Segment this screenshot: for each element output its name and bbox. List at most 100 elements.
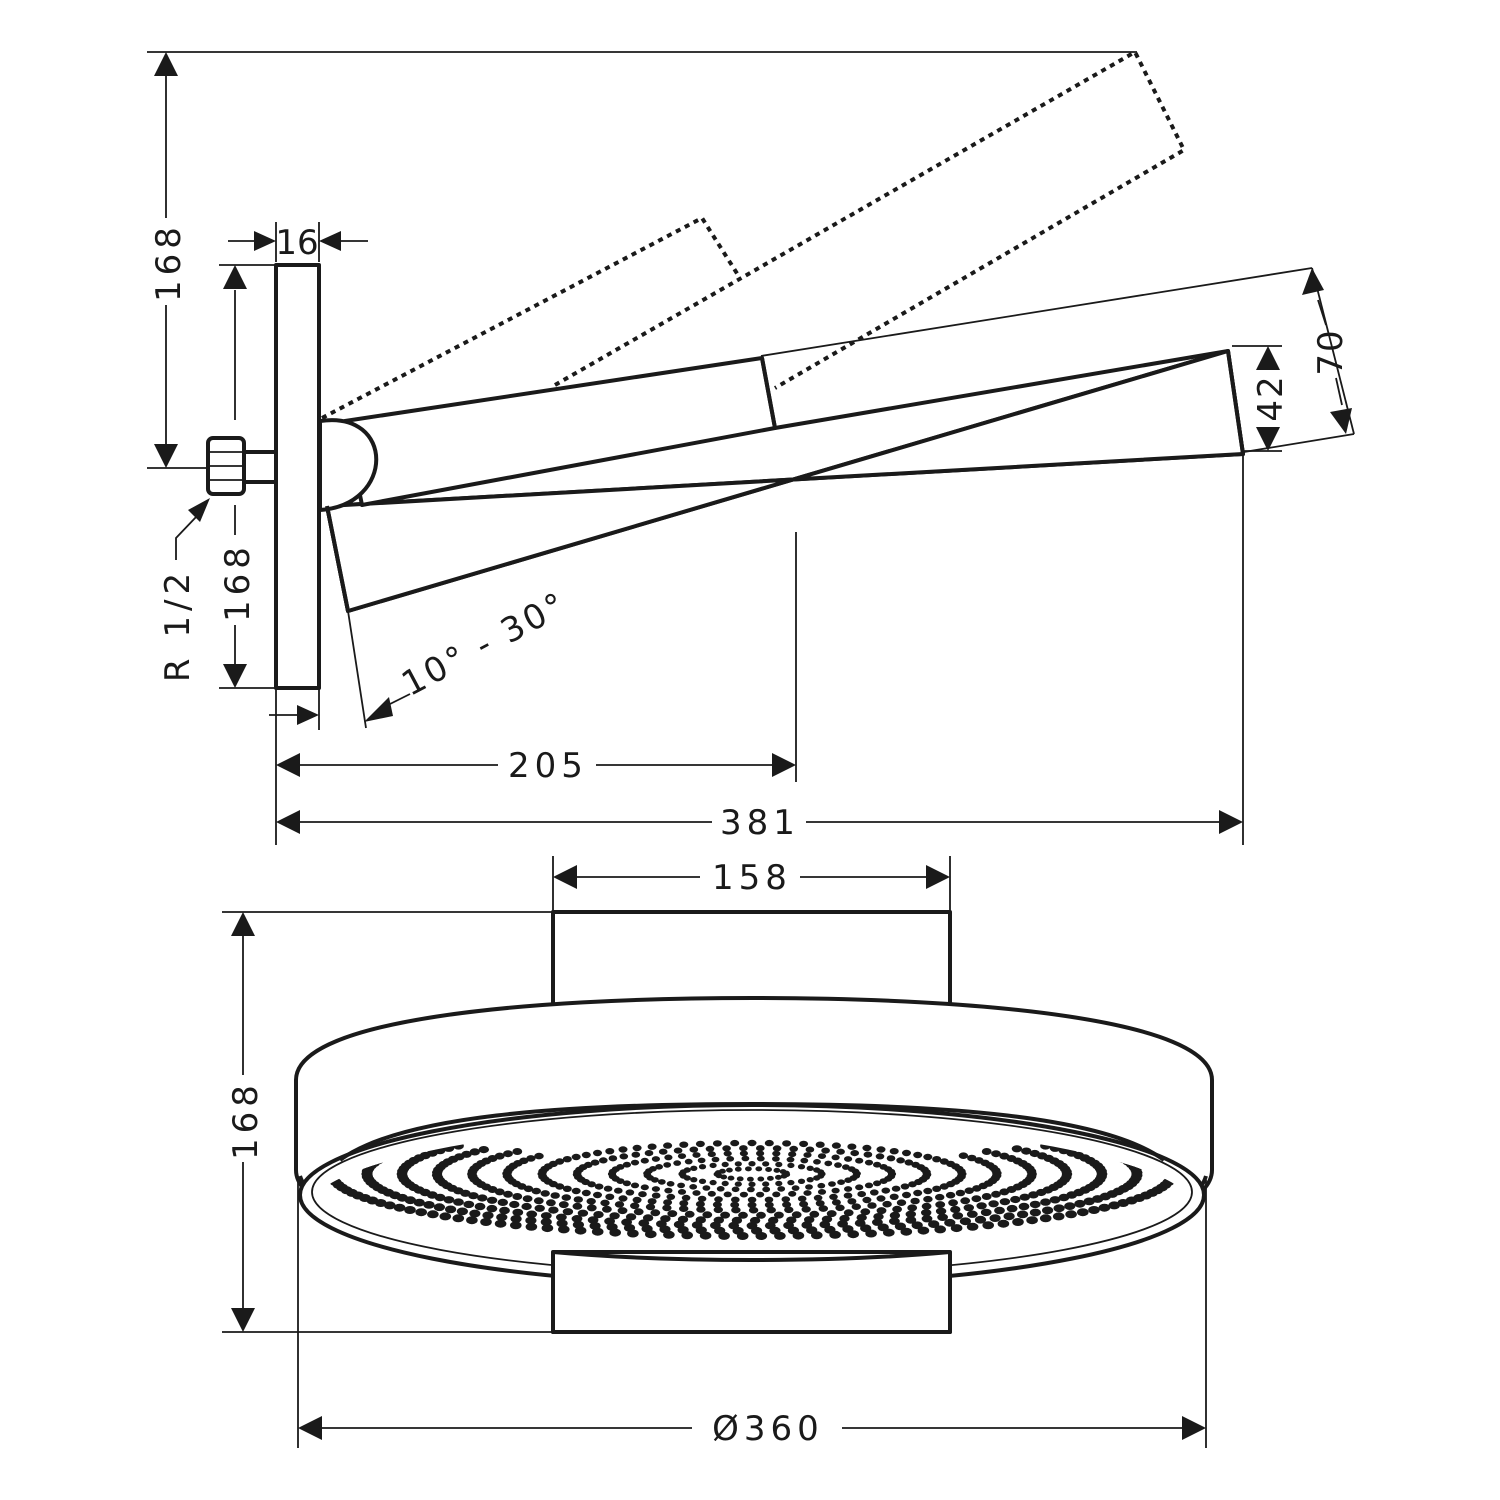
nozzle: [453, 1198, 464, 1206]
nozzle: [935, 1201, 946, 1209]
nozzle: [959, 1217, 972, 1226]
nozzle: [738, 1211, 748, 1219]
nozzle: [764, 1139, 774, 1147]
nozzle: [605, 1193, 615, 1201]
nozzle: [879, 1178, 888, 1184]
nozzle: [697, 1157, 706, 1164]
nozzle: [843, 1209, 854, 1217]
dim-side-total-height: 168: [149, 222, 189, 302]
nozzle: [540, 1212, 552, 1220]
nozzle: [586, 1204, 597, 1212]
side-view: 168 16 168 R 1/2 10° - 30°: [147, 49, 1355, 845]
nozzle: [617, 1207, 628, 1215]
nozzle: [469, 1209, 481, 1218]
nozzle: [937, 1213, 948, 1222]
nozzle: [882, 1200, 892, 1208]
nozzle: [497, 1198, 508, 1206]
nozzle: [1061, 1173, 1072, 1181]
nozzle: [865, 1229, 877, 1238]
nozzle: [632, 1144, 642, 1152]
nozzle: [782, 1201, 792, 1208]
nozzle: [445, 1205, 457, 1214]
nozzle: [561, 1194, 571, 1201]
nozzle: [748, 1181, 756, 1188]
nozzle: [997, 1219, 1010, 1228]
nozzle: [461, 1150, 472, 1158]
nozzle: [860, 1208, 871, 1216]
nozzle: [799, 1140, 809, 1148]
nozzle: [625, 1213, 637, 1221]
nozzle: [526, 1210, 538, 1218]
nozzle: [599, 1157, 608, 1164]
nozzle: [603, 1185, 613, 1192]
nozzle: [509, 1200, 520, 1209]
nozzle: [772, 1156, 780, 1162]
nozzle: [892, 1205, 902, 1213]
nozzle: [775, 1174, 782, 1180]
nozzle: [712, 1140, 722, 1147]
nozzle: [574, 1226, 587, 1235]
nozzle: [948, 1199, 958, 1207]
nozzle: [873, 1180, 882, 1187]
nozzle: [908, 1181, 917, 1188]
dim-front-height: 168: [226, 1080, 266, 1160]
nozzle: [707, 1151, 716, 1158]
nozzle: [748, 1206, 759, 1214]
nozzle: [443, 1196, 455, 1204]
nozzle: [705, 1145, 715, 1152]
nozzle: [534, 1152, 544, 1160]
nozzle: [640, 1184, 649, 1191]
nozzle: [1058, 1193, 1070, 1202]
nozzle: [817, 1153, 827, 1159]
nozzle: [695, 1140, 705, 1148]
nozzle: [468, 1192, 479, 1200]
nozzle: [673, 1147, 683, 1154]
nozzle: [856, 1214, 867, 1222]
nozzle: [581, 1151, 591, 1159]
nozzle: [614, 1187, 623, 1194]
nozzle: [664, 1187, 673, 1194]
nozzle: [902, 1149, 911, 1157]
nozzle: [474, 1202, 486, 1211]
nozzle: [558, 1225, 570, 1234]
nozzle: [756, 1145, 765, 1152]
nozzle: [806, 1165, 814, 1172]
thread-connector: [206, 436, 278, 496]
nozzle: [677, 1153, 687, 1159]
nozzle: [964, 1187, 974, 1194]
nozzle: [772, 1145, 782, 1152]
nozzle: [806, 1177, 814, 1183]
nozzle: [556, 1213, 567, 1222]
nozzle: [939, 1183, 949, 1190]
nozzle: [663, 1199, 673, 1206]
nozzle: [991, 1150, 1001, 1158]
spray-nozzles: [326, 1136, 1178, 1240]
nozzle: [855, 1157, 864, 1164]
nozzle: [699, 1231, 712, 1240]
nozzle: [503, 1190, 513, 1198]
nozzle: [591, 1227, 604, 1236]
nozzle: [982, 1221, 994, 1230]
nozzle: [800, 1157, 809, 1164]
nozzle: [870, 1189, 879, 1196]
nozzle: [531, 1187, 541, 1195]
nozzle: [711, 1156, 720, 1163]
nozzle: [586, 1198, 596, 1205]
nozzle: [958, 1152, 969, 1159]
nozzle: [677, 1189, 687, 1195]
nozzle: [640, 1157, 649, 1164]
nozzle: [478, 1146, 489, 1154]
nozzle: [404, 1206, 416, 1214]
nozzle: [864, 1159, 874, 1166]
nozzle: [900, 1227, 913, 1236]
nozzle: [689, 1184, 698, 1190]
nozzle: [782, 1140, 792, 1147]
nozzle: [690, 1177, 698, 1183]
nozzle: [1065, 1210, 1077, 1219]
nozzle: [726, 1167, 733, 1173]
nozzle: [1029, 1208, 1041, 1217]
nozzle: [562, 1208, 574, 1216]
nozzle: [803, 1190, 812, 1196]
nozzle: [1029, 1200, 1041, 1209]
nozzle: [783, 1170, 790, 1176]
